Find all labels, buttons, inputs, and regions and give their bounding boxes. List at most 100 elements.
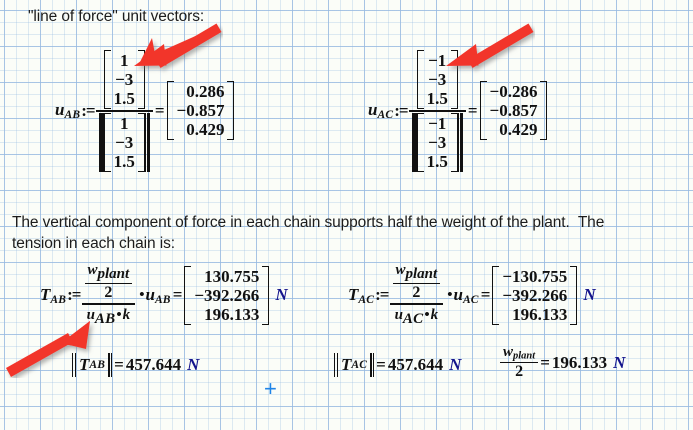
t-ac-equals-operator: =: [480, 285, 491, 305]
norm-bars-right-icon: [457, 112, 463, 172]
vector-cell: −0.857: [176, 101, 225, 121]
equation-u-ac[interactable]: uAC := −1 −3 1.5: [368, 50, 548, 172]
half-weight-equals-operator: =: [540, 352, 550, 372]
vector-cell: −1: [428, 51, 447, 70]
vector-cell: −3: [115, 132, 134, 152]
vector-cell: 1.5: [426, 151, 448, 171]
equation-t-ab[interactable]: TAB := wplant 2 uAB•k • uAB: [40, 262, 288, 328]
fraction-bar: [389, 303, 444, 306]
bracket-right-icon: [450, 112, 458, 172]
t-ab-half-weight-fraction: wplant 2: [84, 262, 133, 302]
bracket-left-icon: [416, 112, 424, 172]
norm-t-ac-equals-operator: =: [376, 355, 386, 374]
vector-cell: −0.857: [489, 101, 538, 121]
t-ac-unit: N: [583, 285, 596, 305]
norm-bars-right-icon: [108, 353, 113, 377]
u-ab-denominator-norm: 1 −3 1.5: [98, 112, 150, 172]
bracket-right-icon: [227, 81, 235, 141]
t-ab-result-vector: 130.755 −392.266 196.133: [184, 265, 270, 325]
u-ac-numerator: −1 −3 1.5: [414, 50, 461, 109]
bracket-right-icon: [450, 50, 458, 109]
unit-vectors-heading: "line of force" unit vectors:: [28, 8, 205, 25]
u-ac-variable: uAC: [368, 100, 394, 122]
u-ac-numerator-vector: −1 −3 1.5: [416, 50, 458, 109]
bracket-left-icon: [166, 81, 174, 141]
t-ac-main-denominator: uAC•k: [392, 306, 442, 328]
vector-cell: −1: [428, 113, 447, 133]
half-weight-denominator: 2: [101, 284, 115, 302]
half-weight-numerator: wplant: [393, 262, 441, 283]
norm-t-ac-unit: N: [449, 355, 462, 374]
vector-cell: 196.133: [512, 304, 568, 324]
t-ab-main-numerator: wplant 2: [82, 262, 136, 302]
vector-cell: −0.286: [489, 82, 538, 102]
t-ac-variable: TAC: [348, 284, 375, 306]
w-plant-variable: wplant: [87, 262, 130, 282]
t-ab-variable: TAB: [40, 284, 67, 306]
t-ab-equals-operator: =: [172, 285, 183, 305]
bracket-left-icon: [103, 50, 111, 109]
vector-cell: 130.755: [204, 266, 260, 286]
u-ab-dot-k: uAB•k: [86, 307, 131, 328]
vector-cell: −3: [428, 70, 447, 89]
norm-t-ac-value: 457.644: [387, 355, 444, 374]
u-ac-assign-operator: :=: [394, 100, 408, 120]
t-ac-main-numerator: wplant 2: [390, 262, 444, 302]
w-plant-variable: wplant: [395, 262, 438, 282]
u-ab-result-vector: 0.286 −0.857 0.429: [166, 81, 235, 141]
denominator-two: 2: [104, 284, 113, 302]
u-ab-equals-operator: =: [154, 100, 165, 120]
vector-cell: −130.755: [502, 266, 568, 286]
fraction-bar: [81, 303, 136, 306]
t-ab-unit: N: [275, 285, 288, 305]
tension-paragraph-line-2: tension in each chain is:: [12, 235, 175, 252]
vector-cell: −3: [428, 132, 447, 152]
t-ab-multiplier: uAB: [145, 284, 171, 306]
t-ac-multiplier: uAC: [453, 284, 479, 306]
norm-bars-left-icon: [98, 112, 104, 172]
norm-t-ab-unit: N: [187, 355, 200, 374]
equation-u-ab[interactable]: uAB := 1 −3 1.5: [55, 50, 235, 172]
half-weight-numerator: wplant: [500, 344, 538, 362]
vector-cell: 1: [119, 113, 129, 133]
fraction-bar: [84, 282, 133, 285]
norm-t-ab-equals-operator: =: [114, 355, 124, 374]
norm-bars-left-icon: [72, 353, 76, 377]
bracket-right-icon: [570, 265, 578, 325]
half-weight-denominator: 2: [409, 284, 423, 302]
denominator-two: 2: [412, 284, 421, 302]
bracket-right-icon: [137, 50, 145, 109]
bracket-left-icon: [103, 112, 111, 172]
annotation-arrow-1: [134, 23, 222, 68]
half-weight-unit: N: [613, 352, 626, 372]
equation-t-ac[interactable]: TAC := wplant 2 uAC•k • uAC =: [348, 262, 596, 328]
norm-bars-right-icon: [144, 112, 150, 172]
bracket-left-icon: [479, 81, 487, 141]
t-ab-assign-operator: :=: [67, 285, 81, 305]
bracket-left-icon: [416, 50, 424, 109]
u-ac-dot-k: uAC•k: [394, 307, 439, 328]
vector-cell: 1.5: [113, 89, 135, 108]
annotation-arrow-3: [6, 321, 90, 377]
half-weight-value: 196.133: [551, 352, 608, 372]
vector-cell: 1: [119, 51, 129, 70]
u-ab-assign-operator: :=: [81, 100, 95, 120]
bracket-left-icon: [492, 265, 500, 325]
norm-bars-right-icon: [370, 353, 375, 377]
vector-cell: 196.133: [204, 304, 260, 324]
w-plant-variable: wplant: [503, 344, 536, 362]
t-ac-multiply-operator: •: [447, 286, 453, 303]
u-ac-result-vector: −0.286 −0.857 0.429: [479, 81, 548, 141]
bracket-right-icon: [137, 112, 145, 172]
vector-cell: 0.429: [499, 120, 538, 140]
bracket-left-icon: [184, 265, 192, 325]
vector-cell: 1.5: [426, 89, 448, 108]
result-half-weight[interactable]: wplant 2 = 196.133 N: [500, 344, 625, 381]
bracket-right-icon: [540, 81, 548, 141]
u-ac-fraction: −1 −3 1.5 −1 −3 1.5: [408, 50, 466, 172]
